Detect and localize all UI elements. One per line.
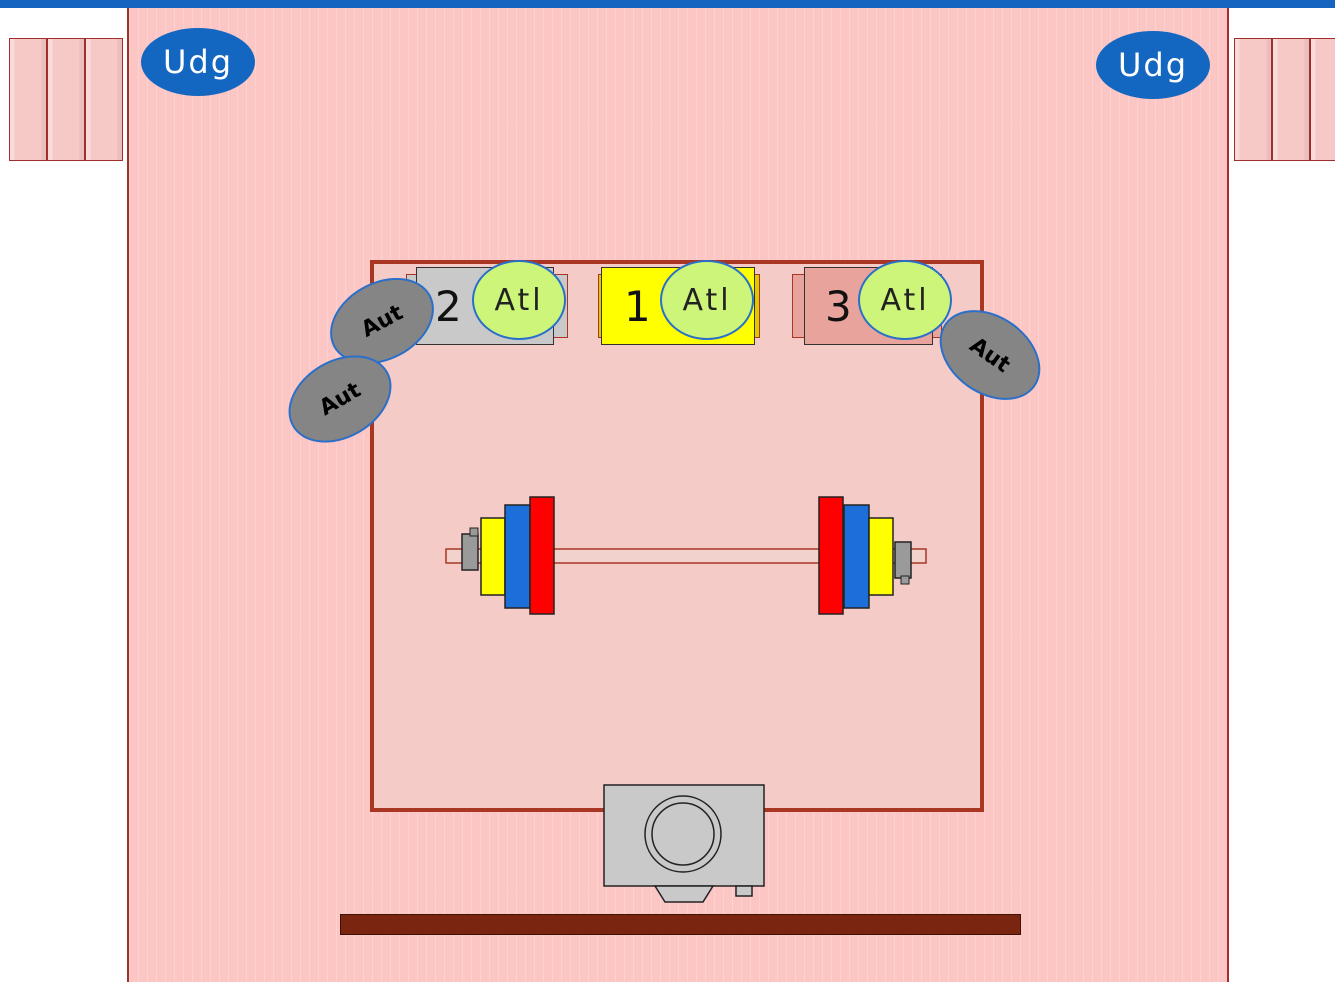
judge-right: Udg <box>1096 31 1210 99</box>
weight-plate <box>47 38 85 161</box>
athlete-position-3: Atl <box>858 260 952 340</box>
weight-plate <box>1234 38 1272 161</box>
plate-yellow <box>868 517 894 596</box>
judge-left: Udg <box>141 28 255 96</box>
barbell-bar <box>445 548 927 564</box>
barbell-collar <box>461 533 479 571</box>
athlete-position-2: Atl <box>472 260 566 340</box>
athlete-position-1: Atl <box>660 260 754 340</box>
barbell-icon <box>445 496 927 615</box>
weight-plate <box>9 38 47 161</box>
weight-plate <box>85 38 123 161</box>
camera-icon <box>603 784 765 903</box>
barbell-collar <box>894 541 912 579</box>
plate-blue <box>504 504 531 609</box>
weight-plate <box>1310 38 1335 161</box>
plate-red <box>529 496 555 615</box>
position-number: 2 <box>435 281 462 331</box>
position-number: 1 <box>624 281 651 331</box>
plate-yellow <box>480 517 506 596</box>
bench <box>340 914 1021 935</box>
top-border <box>0 0 1335 8</box>
position-number: 3 <box>825 281 852 331</box>
plate-blue <box>843 504 870 609</box>
weight-plate <box>1272 38 1310 161</box>
plate-red <box>818 496 844 615</box>
